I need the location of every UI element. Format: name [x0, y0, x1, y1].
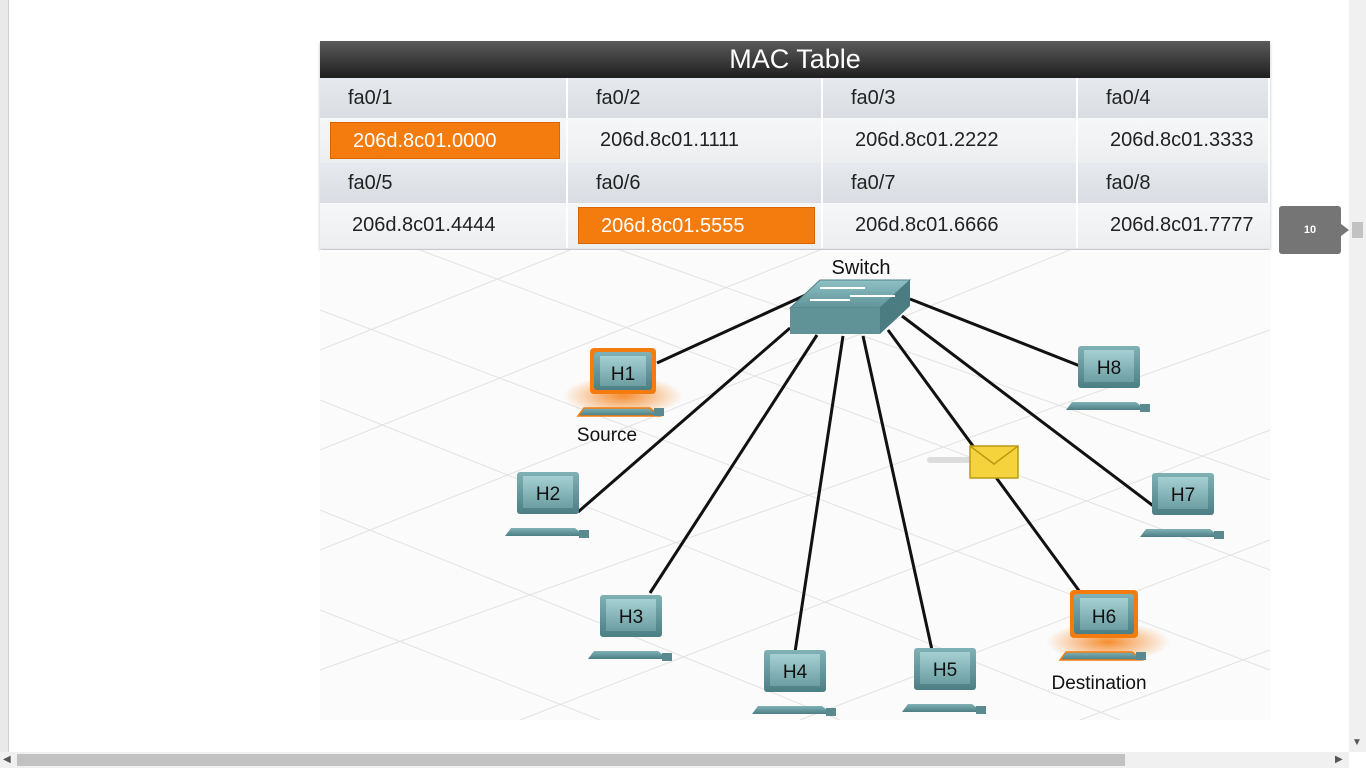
mac-address-highlighted: 206d.8c01.5555 — [578, 207, 815, 244]
mac-cell-destination: 206d.8c01.5555 — [568, 203, 823, 248]
port-cell: fa0/7 — [823, 163, 1078, 203]
host-h7-icon: H7 — [1140, 473, 1224, 539]
host-h1-icon: H1 — [563, 348, 683, 417]
mac-address-highlighted: 206d.8c01.0000 — [330, 122, 560, 159]
network-links — [577, 291, 1157, 653]
host-h4-icon: H4 — [752, 650, 836, 716]
envelope-icon — [927, 445, 1019, 479]
mac-table-title: MAC Table — [320, 41, 1270, 78]
mac-table: MAC Table fa0/1 fa0/2 fa0/3 fa0/4 206d.8… — [320, 41, 1270, 249]
port-cell: fa0/6 — [568, 163, 823, 203]
host-label: H3 — [619, 607, 643, 628]
mac-cell: 206d.8c01.2222 — [823, 118, 1078, 163]
destination-label: Destination — [1051, 673, 1146, 694]
host-label: H2 — [536, 484, 560, 505]
host-label: H4 — [783, 662, 808, 683]
mac-table-grid: fa0/1 fa0/2 fa0/3 fa0/4 206d.8c01.0000 2… — [320, 78, 1270, 248]
host-h3-icon: H3 — [588, 595, 672, 661]
host-label: H8 — [1097, 358, 1121, 379]
host-label: H6 — [1092, 607, 1116, 628]
switch-label: Switch — [832, 257, 891, 279]
slide-number-button[interactable]: 10 — [1279, 206, 1349, 254]
mac-cell-source: 206d.8c01.0000 — [320, 118, 568, 163]
scroll-down-arrow-icon[interactable]: ▼ — [1352, 737, 1362, 748]
port-cell: fa0/2 — [568, 78, 823, 118]
network-diagram-svg: Switch H1 Source H2 H3 — [319, 249, 1271, 721]
switch-icon: Switch — [788, 257, 912, 334]
port-cell: fa0/4 — [1078, 78, 1270, 118]
window-left-edge — [0, 0, 9, 768]
mac-cell: 206d.8c01.7777 — [1078, 203, 1270, 248]
host-label: H1 — [611, 364, 635, 385]
host-label: H7 — [1171, 485, 1195, 506]
mac-cell: 206d.8c01.1111 — [568, 118, 823, 163]
host-label: H5 — [933, 660, 957, 681]
mac-cell: 206d.8c01.4444 — [320, 203, 568, 248]
port-cell: fa0/3 — [823, 78, 1078, 118]
mac-cell: 206d.8c01.6666 — [823, 203, 1078, 248]
horizontal-scrollbar[interactable]: ◀ ▶ — [0, 752, 1349, 768]
horizontal-scroll-thumb[interactable] — [17, 754, 1125, 766]
host-h2-icon: H2 — [505, 472, 589, 538]
port-cell: fa0/5 — [320, 163, 568, 203]
host-h8-icon: H8 — [1066, 346, 1150, 412]
source-label: Source — [577, 425, 637, 446]
mac-cell: 206d.8c01.3333 — [1078, 118, 1270, 163]
port-cell: fa0/8 — [1078, 163, 1270, 203]
vertical-scrollbar[interactable] — [1349, 0, 1366, 752]
port-cell: fa0/1 — [320, 78, 568, 118]
host-h6-icon: H6 — [1046, 590, 1170, 662]
scroll-left-arrow-icon[interactable]: ◀ — [3, 754, 11, 765]
vertical-scroll-thumb[interactable] — [1352, 222, 1363, 238]
network-diagram: Switch H1 Source H2 H3 — [319, 249, 1271, 721]
scroll-right-arrow-icon[interactable]: ▶ — [1335, 754, 1343, 765]
host-h5-icon: H5 — [902, 648, 986, 714]
